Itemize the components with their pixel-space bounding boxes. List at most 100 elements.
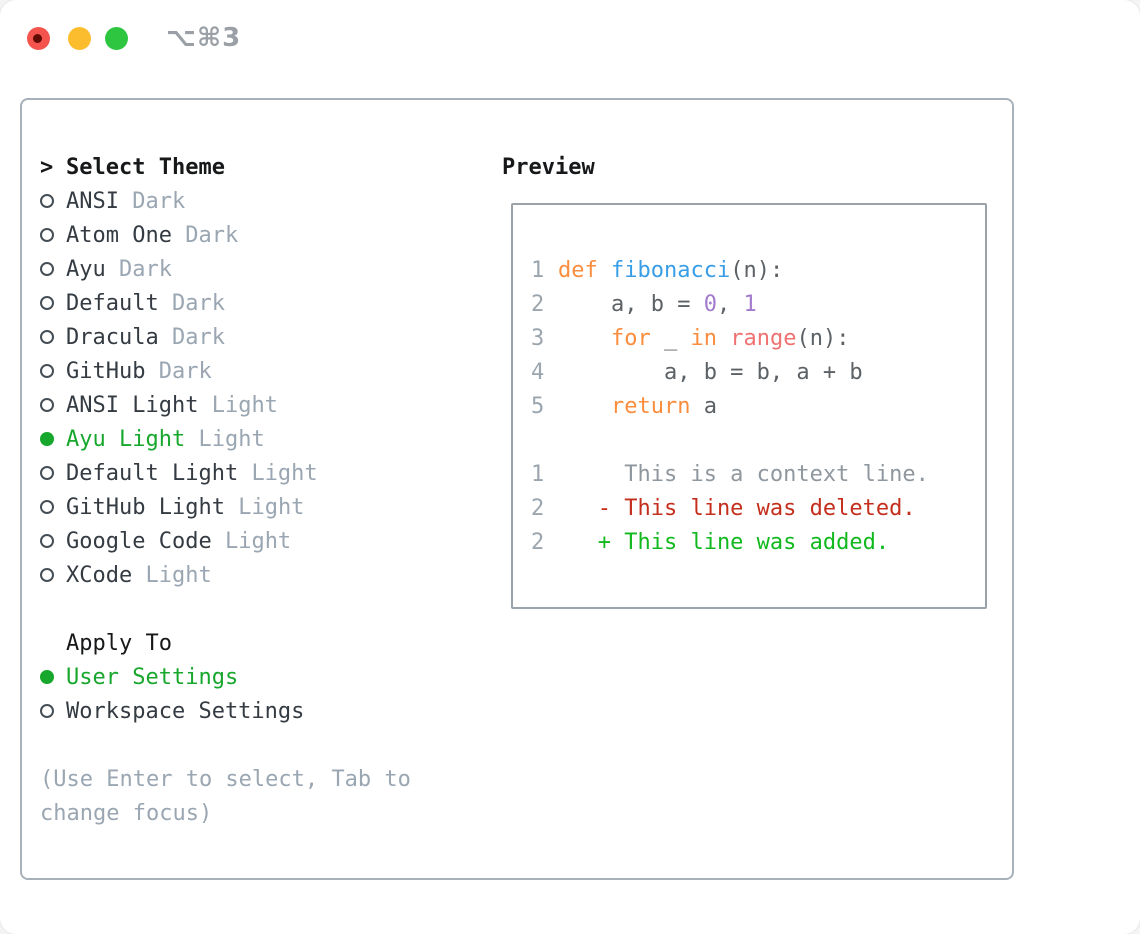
option-variant-label: Dark: [158, 358, 212, 384]
prompt-icon: >: [40, 154, 54, 180]
radio-icon: [40, 296, 54, 310]
code-line: 4 a, b = b, a + b: [531, 355, 985, 389]
option-variant-label: Light: [145, 562, 212, 588]
radio-icon: [40, 398, 54, 412]
theme-option[interactable]: Default Light Light: [40, 456, 480, 490]
option-variant-label: Light: [211, 392, 278, 418]
radio-icon: [40, 500, 54, 514]
line-content: return a: [610, 393, 717, 419]
radio-icon: [40, 534, 54, 548]
option-label: Ayu: [66, 256, 106, 282]
radio-selected-icon: [40, 670, 54, 684]
theme-option[interactable]: XCode Light: [40, 558, 480, 592]
theme-option[interactable]: GitHub Light Light: [40, 490, 480, 524]
option-label: ANSI: [66, 188, 119, 214]
option-label: GitHub Light: [66, 494, 225, 520]
diff-added-line: 2 + This line was added.: [531, 525, 985, 559]
option-label: Default: [66, 290, 159, 316]
code-line: 5 return a: [531, 389, 985, 423]
radio-icon: [40, 330, 54, 344]
line-number: 1: [531, 461, 545, 487]
theme-option[interactable]: Ayu Dark: [40, 252, 480, 286]
option-label: Workspace Settings: [66, 698, 305, 724]
theme-option[interactable]: Google Code Light: [40, 524, 480, 558]
option-variant-label: Dark: [171, 324, 225, 350]
theme-option[interactable]: Dracula Dark: [40, 320, 480, 354]
code-line: 3 for _ in range(n):: [531, 321, 985, 355]
line-number: 5: [531, 393, 545, 419]
option-variant-label: Light: [251, 460, 318, 486]
theme-option[interactable]: Default Dark: [40, 286, 480, 320]
apply-to-header: Apply To: [40, 626, 480, 660]
line-number: 2: [531, 495, 545, 521]
option-label: Default Light: [66, 460, 239, 486]
radio-icon: [40, 704, 54, 718]
option-variant-label: Dark: [185, 222, 239, 248]
line-number: 3: [531, 325, 545, 351]
radio-selected-icon: [40, 432, 54, 446]
help-text-line-2: change focus): [40, 800, 213, 826]
radio-icon: [40, 194, 54, 208]
titlebar: ⌥⌘3: [0, 0, 1140, 70]
select-theme-header: > Select Theme: [40, 150, 480, 184]
option-label: User Settings: [66, 664, 239, 690]
apply-to-option[interactable]: User Settings: [40, 660, 480, 694]
line-content: - This line was deleted.: [558, 495, 916, 521]
radio-icon: [40, 364, 54, 378]
radio-icon: [40, 262, 54, 276]
line-number: 2: [531, 291, 545, 317]
spacer: [40, 728, 480, 762]
line-content: + This line was added.: [558, 529, 890, 555]
diff-context-line: 1 This is a context line.: [531, 457, 985, 491]
line-number: 4: [531, 359, 545, 385]
line-number: 2: [531, 529, 545, 555]
minimize-button[interactable]: [68, 27, 91, 50]
line-content: This is a context line.: [558, 461, 929, 487]
preview-title: Preview: [502, 154, 595, 180]
spacer: [531, 423, 985, 457]
line-content: for _ in range(n):: [610, 325, 850, 351]
option-variant-label: Dark: [119, 256, 172, 282]
option-label: ANSI Light: [66, 392, 199, 418]
option-label: GitHub: [66, 358, 146, 384]
help-text-line-1: (Use Enter to select, Tab to: [40, 766, 411, 792]
zoom-button[interactable]: [105, 27, 128, 50]
option-label: Dracula: [66, 324, 159, 350]
option-label: Ayu Light: [66, 426, 186, 452]
theme-option[interactable]: GitHub Dark: [40, 354, 480, 388]
code-line: 2 a, b = 0, 1: [531, 287, 985, 321]
radio-icon: [40, 466, 54, 480]
apply-to-title: Apply To: [66, 630, 172, 656]
select-theme-title: Select Theme: [66, 154, 225, 180]
theme-option[interactable]: Ayu Light Light: [40, 422, 480, 456]
line-content: a, b = 0, 1: [558, 291, 757, 317]
option-label: XCode: [66, 562, 133, 588]
radio-icon: [40, 228, 54, 242]
option-variant-label: Dark: [132, 188, 186, 214]
line-content: def fibonacci(n):: [558, 257, 784, 283]
apply-to-option[interactable]: Workspace Settings: [40, 694, 480, 728]
option-variant-label: Light: [198, 426, 265, 452]
spacer: [40, 592, 480, 626]
window-shortcut-label: ⌥⌘3: [166, 23, 242, 53]
theme-option[interactable]: ANSI Dark: [40, 184, 480, 218]
radio-icon: [40, 568, 54, 582]
line-number: 1: [531, 257, 545, 283]
theme-option[interactable]: Atom One Dark: [40, 218, 480, 252]
close-button[interactable]: [27, 27, 50, 50]
code-line: 1 def fibonacci(n):: [531, 253, 985, 287]
diff-deleted-line: 2 - This line was deleted.: [531, 491, 985, 525]
theme-option[interactable]: ANSI Light Light: [40, 388, 480, 422]
line-content: a, b = b, a + b: [558, 359, 863, 385]
record-dot-icon: [33, 34, 42, 43]
option-variant-label: Light: [238, 494, 305, 520]
option-variant-label: Light: [224, 528, 292, 554]
option-label: Atom One: [66, 222, 172, 248]
option-variant-label: Dark: [171, 290, 225, 316]
